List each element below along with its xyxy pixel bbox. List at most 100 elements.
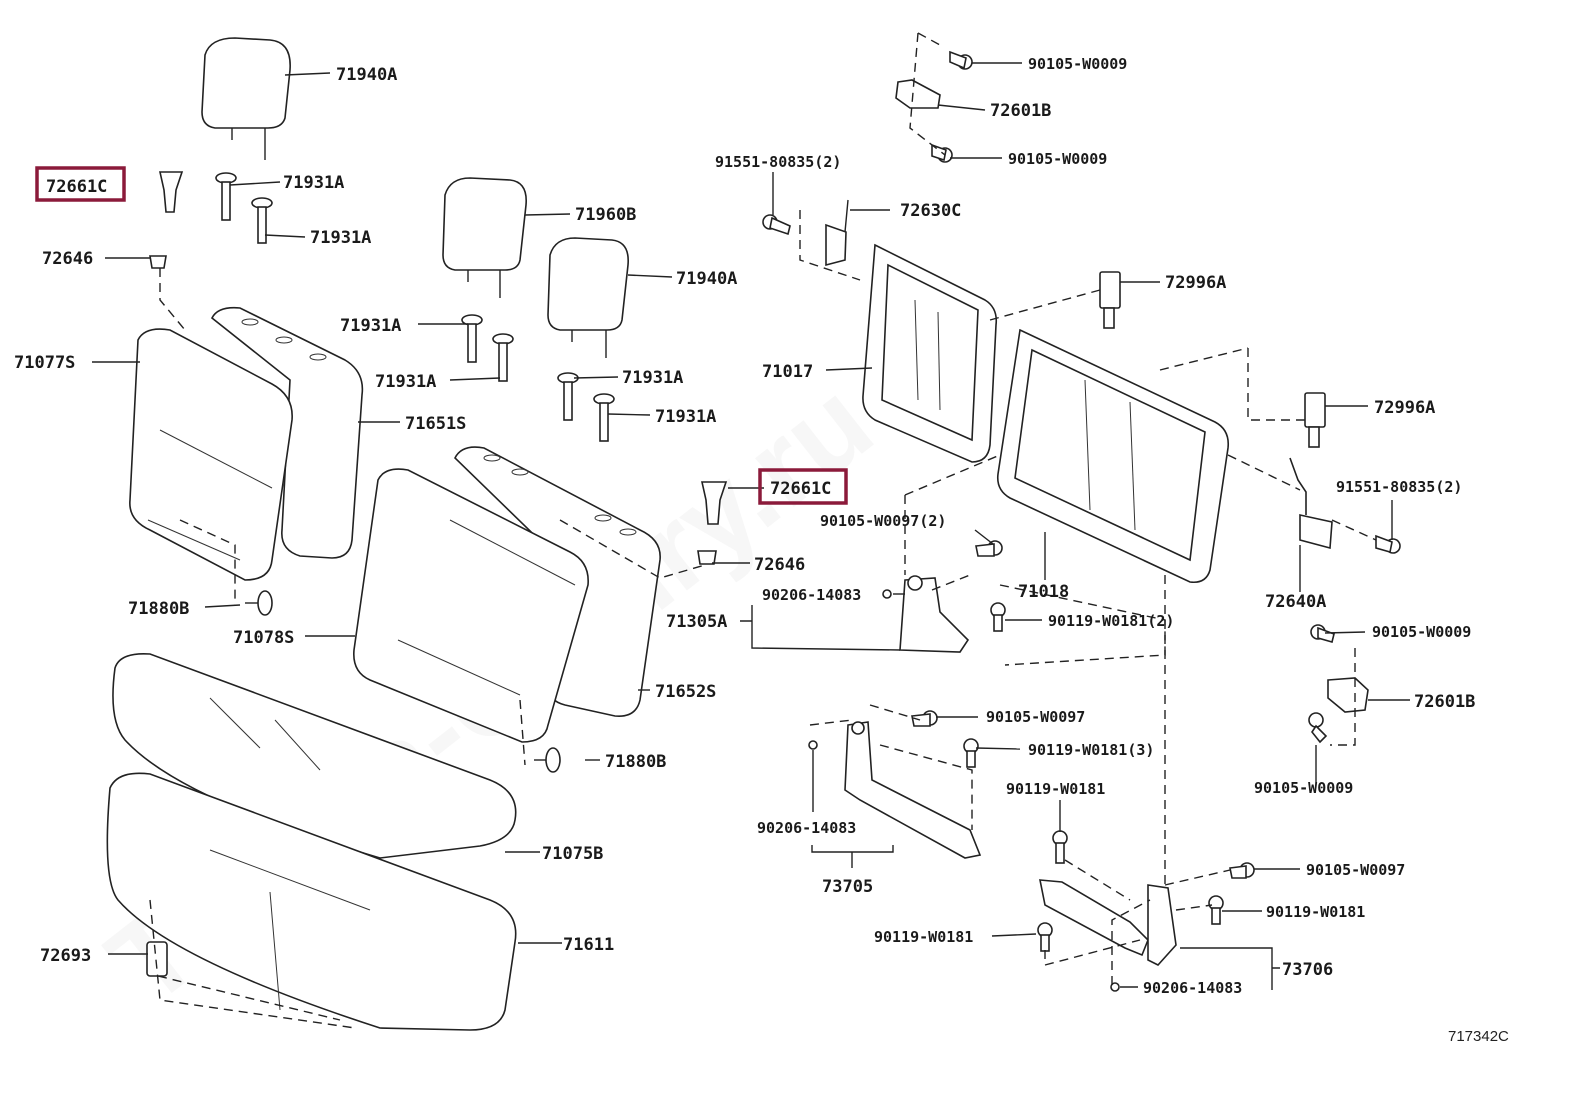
label-72996A-a: 72996A (1165, 273, 1226, 293)
seatback-cover-71078S[interactable] (353, 468, 589, 743)
lock-knob-72661C-left[interactable] (159, 171, 184, 213)
label-90105-W0009-c: 90105-W0009 (1372, 623, 1471, 641)
latch-72996A-a[interactable] (1099, 271, 1121, 329)
label-91551-80835-a: 91551-80835(2) (715, 153, 841, 171)
clip-72646-mid[interactable] (697, 550, 717, 565)
bolt-90105-W0009-c[interactable] (1310, 624, 1335, 643)
washer-90206-14083-a[interactable] (882, 589, 892, 599)
label-71931A-d: 71931A (375, 372, 436, 392)
label-90119-W0181-3: 90119-W0181(3) (1028, 741, 1154, 759)
label-72996A-b: 72996A (1374, 398, 1435, 418)
seatback-cover-71077S[interactable] (129, 328, 293, 581)
bolt-90119-W0181-b[interactable] (1208, 895, 1224, 925)
bolt-90119-W0181-2[interactable] (990, 602, 1006, 632)
seatback-frame-71018[interactable] (996, 328, 1230, 584)
hinge-bracket-71305A[interactable] (899, 575, 970, 653)
bracket-72601B-right[interactable] (1327, 677, 1369, 713)
label-73705: 73705 (822, 877, 873, 897)
seat-cushion-71611[interactable] (106, 772, 517, 1031)
label-72693: 72693 (40, 946, 91, 966)
label-71931A-e: 71931A (622, 368, 683, 388)
lock-knob-72661C-mid[interactable] (701, 481, 728, 525)
bolt-90119-W0181-c[interactable] (1037, 922, 1053, 952)
guide-71931A-a[interactable] (215, 172, 237, 221)
bolt-90119-W0181-3[interactable] (963, 738, 979, 768)
guide-71931A-f[interactable] (593, 393, 615, 442)
washer-90206-14083-c[interactable] (1110, 982, 1120, 992)
label-72630C: 72630C (900, 201, 961, 221)
seat-cushion-cover-71075B[interactable] (112, 652, 517, 859)
bracket-72601B-top[interactable] (895, 79, 941, 109)
label-72601B-right: 72601B (1414, 692, 1475, 712)
label-90206-14083-a: 90206-14083 (762, 586, 861, 604)
guide-71931A-b[interactable] (251, 197, 273, 244)
label-91551-80835-b: 91551-80835(2) (1336, 478, 1462, 496)
bolt-90105-W0097-2[interactable] (975, 540, 1003, 557)
label-72640A: 72640A (1265, 592, 1326, 612)
latch-72996A-b[interactable] (1304, 392, 1326, 448)
label-71940A-top: 71940A (336, 65, 397, 85)
bolt-91551-80835-a[interactable] (762, 214, 791, 236)
bolt-90105-W0009-d[interactable] (1308, 712, 1328, 744)
label-71931A-a: 71931A (283, 173, 344, 193)
label-90119-W0181-a: 90119-W0181 (1006, 780, 1105, 798)
clip-71880B-b[interactable] (534, 747, 561, 773)
label-71078S: 71078S (233, 628, 294, 648)
label-71075B: 71075B (542, 844, 603, 864)
label-72661C-left: 72661C (46, 177, 107, 197)
guide-71931A-c[interactable] (461, 314, 483, 363)
label-72661C-mid: 72661C (770, 479, 831, 499)
guide-71931A-d[interactable] (492, 333, 514, 382)
label-72601B-top: 72601B (990, 101, 1051, 121)
clip-71880B-a[interactable] (245, 590, 273, 616)
lock-assembly-72640A[interactable] (1289, 457, 1333, 550)
label-90105-W0009-d: 90105-W0009 (1254, 779, 1353, 797)
label-71940A-mid: 71940A (676, 269, 737, 289)
label-71880B-a: 71880B (128, 599, 189, 619)
bolt-90119-W0181-a[interactable] (1052, 830, 1068, 864)
clip-72646-left[interactable] (149, 255, 167, 269)
highlight-box-72661C-mid (758, 468, 848, 505)
bolt-90105-W0009-a[interactable] (949, 50, 973, 70)
label-90119-W0181-2: 90119-W0181(2) (1048, 612, 1174, 630)
hinge-bracket-73706[interactable] (1039, 879, 1177, 966)
label-71931A-c: 71931A (340, 316, 401, 336)
label-71611: 71611 (563, 935, 614, 955)
label-90105-W0097-b: 90105-W0097 (1306, 861, 1405, 879)
label-71017: 71017 (762, 362, 813, 382)
label-73706: 73706 (1282, 960, 1333, 980)
seatback-frame-71017[interactable] (862, 243, 998, 463)
label-71960B: 71960B (575, 205, 636, 225)
hinge-bracket-73705[interactable] (844, 721, 982, 859)
label-90105-W0097-a: 90105-W0097 (986, 708, 1085, 726)
bolt-91551-80835-b[interactable] (1375, 534, 1401, 554)
label-90119-W0181-c: 90119-W0181 (874, 928, 973, 946)
washer-90206-14083-b[interactable] (808, 740, 818, 750)
headrest-71960B[interactable] (442, 177, 527, 298)
headrest-71940A-mid[interactable] (547, 237, 629, 358)
label-71305A: 71305A (666, 612, 727, 632)
diagram-number: 717342C (1448, 1028, 1509, 1045)
label-90119-W0181-b: 90119-W0181 (1266, 903, 1365, 921)
headrest-71940A-top[interactable] (201, 37, 291, 160)
label-72646-left: 72646 (42, 249, 93, 269)
highlight-box-72661C-left (35, 166, 126, 202)
clip-72693[interactable] (146, 941, 168, 977)
label-71931A-b: 71931A (310, 228, 371, 248)
bolt-90105-W0097-b[interactable] (1229, 862, 1255, 879)
label-90206-14083-b: 90206-14083 (757, 819, 856, 837)
label-90206-14083-c: 90206-14083 (1143, 979, 1242, 997)
label-72646-mid: 72646 (754, 555, 805, 575)
label-71651S: 71651S (405, 414, 466, 434)
hinge-72630C[interactable] (825, 199, 849, 267)
guide-71931A-e[interactable] (557, 372, 579, 421)
label-71077S: 71077S (14, 353, 75, 373)
label-71018: 71018 (1018, 582, 1069, 602)
label-71931A-f: 71931A (655, 407, 716, 427)
label-71652S: 71652S (655, 682, 716, 702)
label-71880B-b: 71880B (605, 752, 666, 772)
label-90105-W0097-2: 90105-W0097(2) (820, 512, 946, 530)
bolt-90105-W0097-a[interactable] (911, 710, 938, 727)
